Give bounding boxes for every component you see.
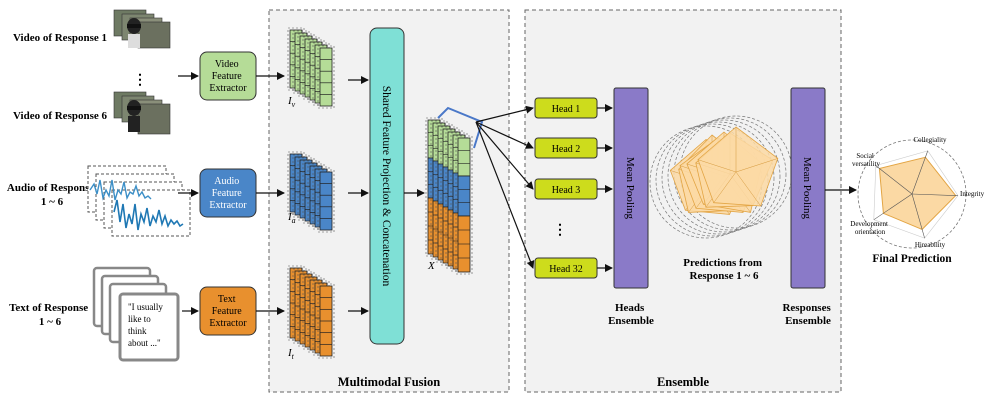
final-prediction-caption: Final Prediction: [872, 253, 952, 265]
head-2-label: Head 2: [552, 144, 581, 155]
audio-waveforms: [87, 165, 191, 237]
video-frames-top: [113, 9, 171, 49]
final-radar: [857, 139, 967, 249]
prediction-radar: [697, 126, 779, 207]
responses-mean-pooling: [790, 87, 826, 289]
text-extractor-line3: Extractor: [209, 318, 247, 329]
responses-caption-line1: Responses: [782, 302, 831, 314]
text-extractor-text: Text Feature Extractor: [209, 294, 247, 329]
head-1-label: Head 1: [552, 104, 581, 115]
final-radar-shape: [878, 156, 957, 230]
text-feature-subscript: t: [292, 352, 295, 361]
head-32-label: Head 32: [549, 264, 583, 275]
text-feature-stack: [287, 265, 335, 359]
arrows-to-heads: [475, 105, 535, 269]
axis-social-line1: Social: [856, 152, 874, 160]
axis-social-line2: versatility: [852, 160, 880, 168]
predictions-caption-line1: Predictions from: [683, 257, 762, 269]
video-frames-bottom: [113, 91, 171, 135]
audio-feature-stack: [287, 151, 335, 233]
text-card-line3: think: [128, 326, 147, 336]
axis-integrity: Integrity: [960, 190, 985, 198]
video-extractor-text: Video Feature Extractor: [209, 59, 247, 94]
audio-feature-subscript: a: [292, 216, 296, 225]
concat-label: X: [427, 260, 436, 272]
text-card-line1: "I usually: [128, 302, 163, 312]
text-label-line1: Text of Response: [9, 302, 88, 314]
axis-development: Development orientation: [850, 220, 889, 236]
text-extractor-line1: Text: [218, 294, 236, 305]
heads-mean-pooling: [613, 87, 649, 289]
axis-hireability-line1: Hireability: [915, 241, 946, 249]
audio-feature-symbol: I: [287, 211, 293, 223]
prediction-frame: [661, 121, 775, 235]
video-feature-subscript: v: [292, 100, 296, 109]
video-feature-layer: [317, 45, 335, 109]
token-bracket: [437, 106, 484, 149]
video-6-label: Video of Response 6: [13, 110, 108, 122]
prediction-frame: [667, 119, 781, 233]
responses-mean-pooling-label: Mean Pooling: [801, 157, 813, 220]
text-cards: "I usually like to think about ...": [92, 266, 180, 362]
heads-caption-line2: Ensemble: [608, 315, 654, 327]
video-feature-label: Iv: [287, 95, 296, 109]
video-dots: ⋮: [133, 73, 147, 88]
video-extractor-line3: Extractor: [209, 83, 247, 94]
axis-collegiality-line1: Collegiality: [913, 136, 947, 144]
text-card-line4: about ...": [128, 338, 161, 348]
arrows-heads-to-pooling: [597, 104, 613, 272]
video-1-label: Video of Response 1: [13, 32, 107, 44]
video-feature-stack: [287, 27, 335, 109]
video-extractor-line1: Video: [215, 59, 239, 70]
axis-development-line1: Development: [850, 220, 888, 228]
concat-feature-layer: [455, 135, 473, 275]
audio-label-line1: Audio of Response: [7, 182, 95, 194]
audio-extractor-line2: Feature: [212, 188, 243, 199]
shared-projection-block: [369, 27, 405, 345]
text-extractor-line2: Feature: [212, 306, 243, 317]
audio-label: Audio of Response 1 ~ 6: [7, 182, 97, 208]
heads-ellipsis: ⋮: [553, 223, 567, 238]
concat-feature-stack: [425, 117, 473, 275]
axis-hireability: Hireability: [915, 241, 946, 249]
axis-development-line2: orientation: [855, 228, 886, 236]
predictions-caption-line2: Response 1 ~ 6: [690, 270, 759, 282]
heads-mean-pooling-label: Mean Pooling: [624, 157, 636, 220]
text-feature-symbol: I: [287, 347, 293, 359]
head-3-label: Head 3: [552, 185, 581, 196]
text-label-line2: 1 ~ 6: [39, 316, 62, 328]
heads-caption-line1: Heads: [615, 302, 645, 314]
multimodal-fusion-title: Multimodal Fusion: [338, 375, 440, 389]
axis-collegiality: Collegiality: [913, 136, 947, 144]
audio-extractor-text: Audio Feature Extractor: [209, 176, 247, 211]
text-card-line2: like to: [128, 314, 151, 324]
audio-label-line2: 1 ~ 6: [41, 196, 64, 208]
audio-feature-label: Ia: [287, 211, 296, 225]
predictions-cluster: [649, 115, 793, 239]
audio-extractor-line1: Audio: [214, 176, 239, 187]
axis-integrity-line1: Integrity: [960, 190, 985, 198]
ensemble-title: Ensemble: [657, 375, 710, 389]
audio-feature-layer: [317, 169, 335, 233]
heads-ensemble-caption: Heads Ensemble: [608, 302, 654, 327]
axis-social: Social versatility: [852, 152, 880, 168]
text-card-quote: "I usually like to think about ...": [128, 302, 165, 348]
predictions-caption: Predictions from Response 1 ~ 6: [683, 257, 764, 282]
responses-caption-line2: Ensemble: [785, 315, 831, 327]
audio-extractor-line3: Extractor: [209, 200, 247, 211]
video-feature-symbol: I: [287, 95, 293, 107]
text-feature-layer: [317, 283, 335, 359]
text-label: Text of Response 1 ~ 6: [9, 302, 91, 328]
responses-ensemble-caption: Responses Ensemble: [782, 302, 833, 327]
text-feature-label: It: [287, 347, 295, 361]
video-extractor-line2: Feature: [212, 71, 243, 82]
shared-projection-label: Shared Feature Projection & Concatenatio…: [380, 86, 392, 287]
